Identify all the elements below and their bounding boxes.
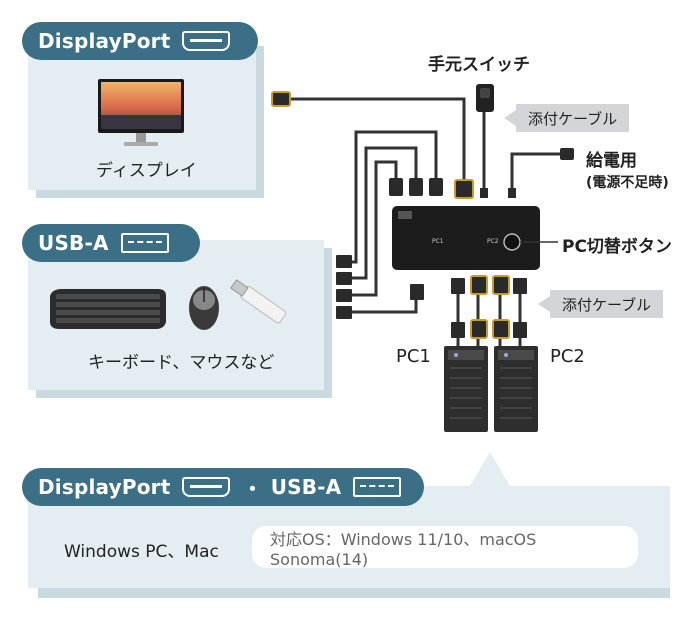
keyboard-image <box>50 289 166 329</box>
kvm-switch-image <box>392 206 540 270</box>
os-support-text: 対応OS：Windows 11/10、macOS Sonoma(14) <box>270 529 537 569</box>
usb-stick-image <box>230 279 287 324</box>
dp-connector-monitor <box>271 91 291 107</box>
pc-switch-button-label: PC切替ボタン <box>562 237 672 257</box>
displayport-icon <box>182 31 231 51</box>
hand-switch-label: 手元スイッチ <box>428 55 530 75</box>
usb-a-icon <box>120 233 169 253</box>
compat-text: Windows PC、Mac <box>64 542 219 562</box>
usb-a-connectors <box>336 255 424 319</box>
pc2-label: PC2 <box>550 346 585 367</box>
cables <box>290 97 560 346</box>
included-cable-tag-top: 添付ケーブル <box>503 104 630 132</box>
bottom-pill: DisplayPort ・ USB-A <box>22 468 424 506</box>
switch-port-label-2: PC2 <box>487 238 499 245</box>
included-cable-label-bottom: 添付ケーブル <box>562 295 652 314</box>
monitor-image <box>98 79 184 146</box>
displayport-icon-bottom <box>182 477 231 497</box>
usb-a-pill-label: USB-A <box>38 231 109 255</box>
displayport-pill-label: DisplayPort <box>38 29 171 53</box>
os-support-box: 対応OS：Windows 11/10、macOS Sonoma(14) <box>252 526 638 569</box>
switch-top-connectors <box>389 178 516 199</box>
included-cable-tag-bottom: 添付ケーブル <box>537 290 664 318</box>
switch-port-label-1: PC1 <box>432 238 444 245</box>
usb-a-pill: USB-A <box>22 224 200 262</box>
power-label: 給電用 <box>586 151 637 171</box>
displayport-pill: DisplayPort <box>22 22 258 60</box>
included-cable-label-top: 添付ケーブル <box>528 109 618 128</box>
pc-tower-2 <box>494 346 538 432</box>
callout-pointer <box>470 452 510 486</box>
pc-tower-1 <box>444 346 488 432</box>
power-note: (電源不足時) <box>586 175 669 191</box>
pc1-label: PC1 <box>396 346 431 367</box>
display-caption: ディスプレイ <box>96 161 197 181</box>
mouse-image <box>189 286 219 330</box>
bottom-pill-separator: ・ <box>242 476 263 501</box>
usb-a-icon-bottom <box>353 477 402 497</box>
bottom-pill-label-2: USB-A <box>270 475 342 499</box>
switch-bottom-connectors <box>451 275 527 339</box>
bottom-pill-label-1: DisplayPort <box>38 475 171 499</box>
peripherals-caption: キーボード、マウスなど <box>88 353 275 373</box>
power-connector <box>560 148 574 160</box>
